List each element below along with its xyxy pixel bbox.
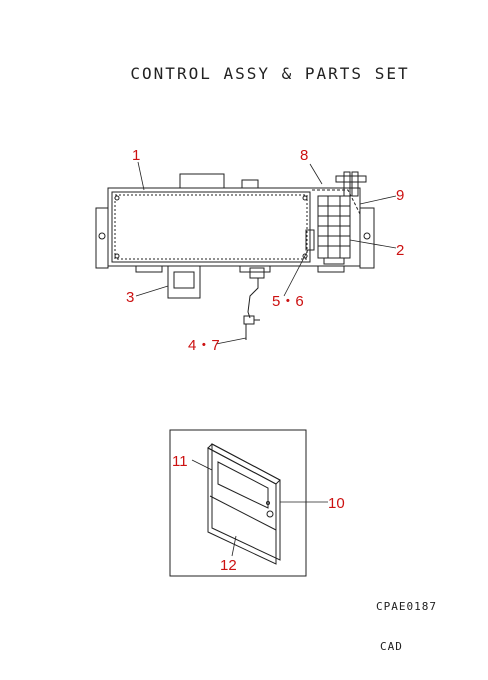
cad-label: CAD — [380, 640, 403, 653]
callout-3: 3 — [126, 289, 134, 306]
thermistor-lead — [243, 267, 265, 340]
remote-frame — [169, 429, 307, 577]
callout-11: 11 — [172, 453, 188, 470]
leader-lines — [135, 161, 397, 557]
callout-5-6: 5・6 — [272, 293, 304, 310]
callout-12: 12 — [220, 557, 237, 574]
fuse — [305, 229, 315, 251]
display-window — [217, 461, 269, 509]
callout-10: 10 — [328, 495, 345, 512]
transformer — [167, 265, 201, 299]
callout-2: 2 — [396, 242, 404, 259]
document-code: CPAE0187 — [376, 600, 437, 613]
pcb-board-outline — [111, 191, 311, 263]
diagram-title: CONTROL ASSY & PARTS SET — [130, 64, 410, 83]
callout-8: 8 — [300, 147, 308, 164]
sensor-holder — [335, 171, 367, 197]
remote-controller — [207, 443, 281, 565]
terminal-block — [317, 195, 351, 265]
callout-1: 1 — [132, 147, 140, 164]
callout-4-7: 4・7 — [188, 337, 220, 354]
control-box-assembly — [95, 173, 375, 273]
callout-9: 9 — [396, 187, 404, 204]
